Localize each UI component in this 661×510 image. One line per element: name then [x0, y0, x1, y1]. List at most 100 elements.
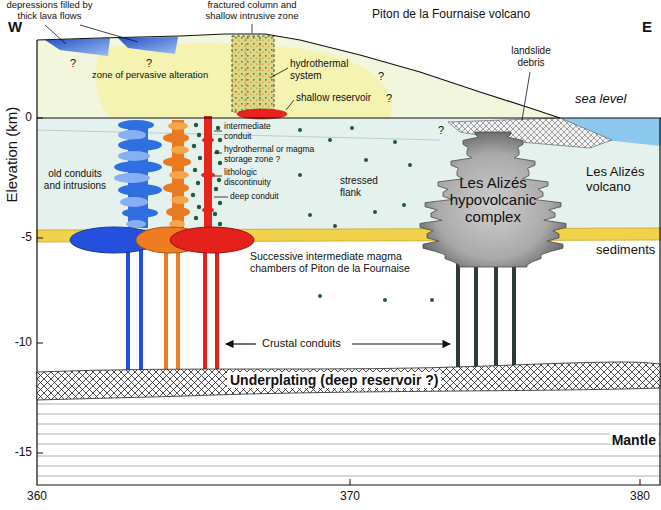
seismicity-dots [217, 178, 221, 182]
crustal-conduit [128, 250, 514, 372]
axis-tick-label: 380 [630, 490, 650, 504]
seismicity-dots [408, 163, 412, 167]
label-text: Elevation (km) [3, 107, 20, 203]
seismicity-dots [430, 298, 434, 302]
volcano-edifice [37, 34, 560, 118]
fractured-column [232, 36, 274, 112]
orange-intrusions [168, 122, 188, 130]
label-text: sea level [575, 91, 626, 106]
seismicity-dots [192, 144, 196, 148]
leader-line [214, 153, 222, 154]
hypovolcanic-complex: Les Alizés hypovolcanic complex [418, 132, 568, 267]
axis-tick-label: 360 [27, 490, 47, 504]
crustal-conduit [126, 250, 130, 372]
axis-title: Elevation (km) [3, 107, 20, 203]
mantle-lines [37, 404, 660, 405]
leader-line [522, 72, 530, 120]
feature-label: depressions filled by thick lava flows [2, 0, 97, 22]
mantle-lines [37, 444, 660, 445]
seismicity-dots [197, 133, 201, 137]
feature-label: deep conduit [230, 192, 279, 202]
seismicity-dots [194, 123, 198, 127]
seismicity-dots [216, 126, 220, 130]
intrusive-complex-shape [420, 132, 566, 267]
orange-intrusions [171, 196, 189, 204]
old-blue-intrusions [114, 120, 162, 228]
label-text: ? [438, 124, 444, 136]
label-text: 0 [25, 110, 32, 124]
fractured-column [260, 38, 261, 110]
seismicity-dots [191, 193, 195, 197]
orange-intrusions [163, 183, 189, 193]
old-blue-intrusions [118, 139, 162, 151]
deep-red-conduit [202, 137, 214, 143]
label-text: ? [378, 70, 384, 82]
seismicity-dots [328, 138, 332, 142]
volcano-name: Les Alizés volcano [586, 165, 658, 195]
node-label: Les Alizés hypovolcanic complex [437, 174, 549, 226]
label-text: deep conduit [230, 191, 279, 201]
feature-label: hydrothermal or magma storage zone ? [224, 145, 319, 165]
axis-tick-label: -15 [15, 446, 32, 460]
lava-depression [118, 37, 178, 54]
label-text: shallow reservoir [296, 92, 371, 103]
label-text: Mantle [610, 432, 658, 448]
seismicity-dots [218, 161, 222, 165]
seismicity-dots [318, 294, 322, 298]
seismicity-dots [402, 203, 406, 207]
feature-label: Crustal conduits [262, 337, 341, 350]
label-text: depressions filled by thick lava flows [6, 0, 92, 21]
question-mark: ? [438, 124, 444, 137]
layer-label: Mantle [610, 432, 658, 448]
feature-label: zone of pervasive alteration [92, 70, 208, 81]
mantle-lines [37, 466, 660, 467]
label-text: intermediate conduit [224, 121, 271, 141]
axis-tick [37, 453, 43, 454]
label-text: -15 [15, 445, 32, 459]
alizes-volcano-layer [37, 118, 661, 230]
deep-red-conduit [201, 172, 215, 178]
feature-label: stressed flank [340, 175, 400, 198]
crustal-conduit [215, 250, 219, 372]
magma-chamber [70, 227, 254, 253]
seismicity-dots [194, 216, 198, 220]
axis-tick-label: -5 [21, 231, 32, 245]
volcano-name: Piton de la Fournaise volcano [372, 8, 530, 22]
feature-label: fractured column and shallow intrusive z… [197, 0, 307, 22]
feature-label: hydrothermal system [290, 58, 352, 81]
question-mark: ? [146, 57, 152, 70]
seismicity-dots [333, 224, 337, 228]
label-text: ? [386, 92, 392, 104]
compass-label: E [642, 18, 652, 35]
mantle-lines [37, 414, 660, 415]
seismicity-dots [373, 210, 377, 214]
orange-intrusions [163, 120, 191, 232]
seismicity-dots [308, 213, 312, 217]
old-blue-intrusions [118, 130, 146, 140]
old-blue-intrusions [114, 161, 162, 173]
old-blue-intrusions [122, 208, 158, 218]
crustal-arrow [226, 343, 256, 344]
node-label: Underplating (deep reservoir ?) [227, 372, 441, 388]
leader-line [214, 131, 222, 132]
axis-tick-label: -10 [15, 336, 32, 350]
lava-depression [45, 37, 178, 56]
seismicity-dots [196, 181, 200, 185]
crustal-conduit [494, 262, 498, 368]
old-blue-intrusions [120, 197, 148, 207]
crustal-conduit [139, 250, 143, 372]
seismicity-dots [298, 173, 302, 177]
alizes-volcano-layer [37, 118, 661, 230]
axis-tick-label: 370 [340, 490, 360, 504]
label-text: stressed flank [340, 175, 378, 198]
label-text: Successive intermediate magma chambers o… [250, 250, 410, 274]
axis-tick [37, 118, 43, 119]
crustal-arrow [352, 343, 450, 344]
axis-tick [37, 118, 640, 485]
old-blue-intrusions [126, 220, 146, 228]
feature-label: Successive intermediate magma chambers o… [250, 250, 445, 274]
label-text: ? [146, 57, 152, 69]
magma-chamber [170, 227, 254, 253]
label-text: hydrothermal system [290, 58, 348, 81]
